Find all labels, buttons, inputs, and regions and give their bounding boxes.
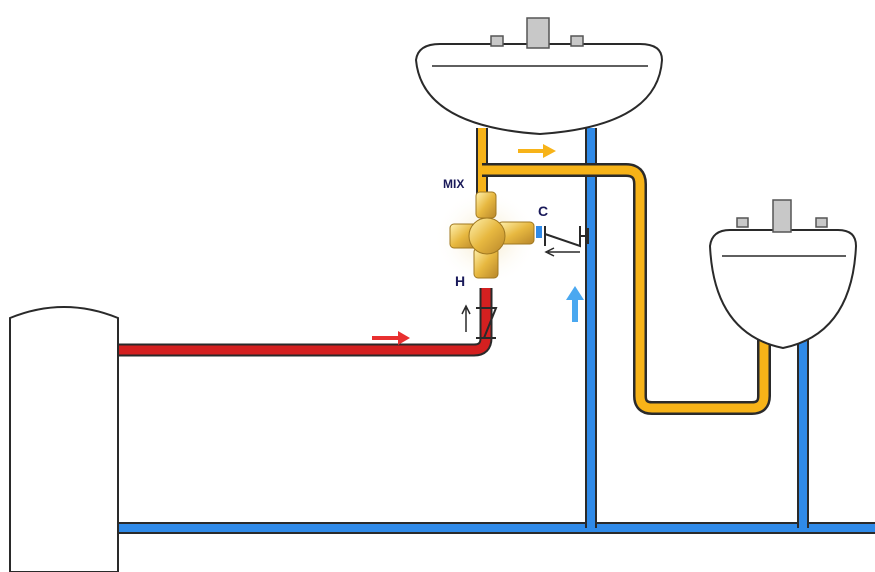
mixed-flow-arrow — [518, 144, 556, 158]
mixed-sink2-pipe-fill — [482, 165, 769, 413]
mix-label: MIX — [443, 177, 464, 191]
sink2-faucet — [772, 199, 792, 233]
hot-pipe-fill — [118, 288, 491, 355]
cold-water-pipes — [118, 128, 875, 534]
hot-pipe-outline — [118, 288, 493, 357]
hot-water-pipe — [118, 288, 493, 357]
hot-label: H — [455, 273, 465, 289]
cold-flow-arrow — [566, 286, 584, 322]
sink2-basin — [708, 229, 858, 350]
check-valve-hot-arrow — [461, 304, 471, 332]
water-heater-tank — [9, 306, 119, 572]
flow-arrow-icon — [518, 144, 556, 158]
valve-stem-top — [475, 191, 497, 219]
water-heater-icon — [9, 306, 119, 572]
sink1-handle-right — [570, 35, 584, 47]
sink1-faucet — [526, 17, 550, 49]
check-valve-icon — [461, 304, 498, 339]
check-valve-cold-symbol — [544, 226, 589, 248]
check-valve-icon — [544, 226, 589, 257]
sink-icon — [708, 199, 858, 350]
mixing-valve-icon — [434, 190, 542, 286]
flow-arrow-icon — [566, 286, 584, 322]
sink-icon — [414, 17, 664, 136]
mixed-water-pipes — [476, 128, 771, 415]
check-valve-hot-symbol — [476, 307, 498, 339]
cold-label: C — [538, 203, 548, 219]
check-valve-cold-arrow — [544, 247, 580, 257]
sink1-handle-left — [490, 35, 504, 47]
sink2-handle-right — [815, 217, 828, 228]
sink1-basin — [414, 43, 664, 136]
flow-arrow-icon — [372, 331, 410, 345]
hot-flow-arrow — [372, 331, 410, 345]
valve-cold-port — [536, 226, 542, 238]
valve-body — [468, 217, 506, 255]
sink2-handle-left — [736, 217, 749, 228]
